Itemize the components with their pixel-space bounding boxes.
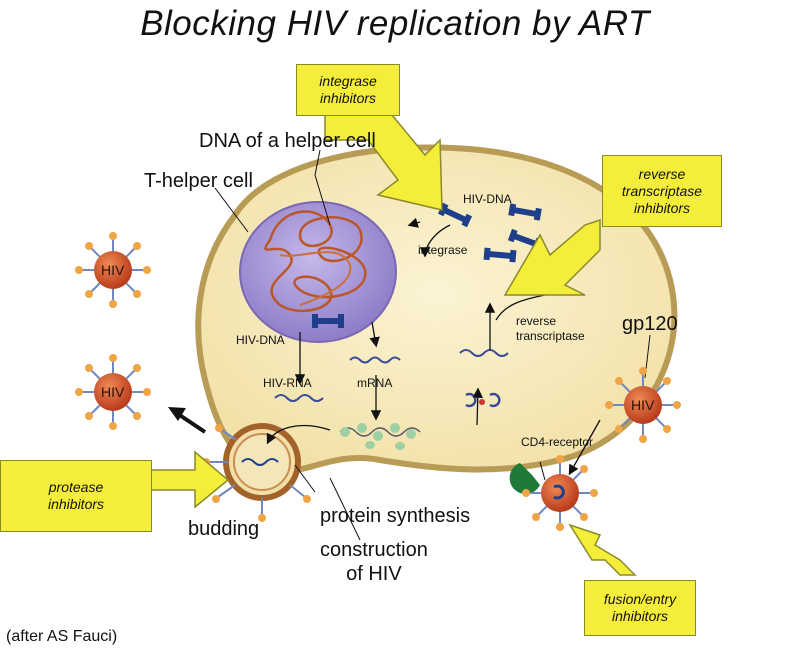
hiv-dna-nucleus-label: HIV-DNA [236,333,285,347]
hiv-dna-top-label: HIV-DNA [463,192,512,206]
gp120-label: gp120 [622,313,678,335]
hiv-virion-top-left [75,232,151,308]
construction-label: construction of HIV [320,538,428,586]
integrase-label: integrase [418,243,468,257]
hiv-rna-label: HIV-RNA [263,376,312,390]
box-line: fusion/entry [603,591,677,607]
hiv-virion-fusing [522,455,598,531]
cd4-receptor-label: CD4-receptor [521,435,594,449]
rna-strands [274,349,509,402]
rt-inhibitors-box: reverse transcriptase inhibitors [602,155,722,227]
rt-inhibitor-arrow [503,218,601,296]
label-line: construction [320,539,428,561]
label-line: reverse [516,314,557,328]
reverse-transcriptase-label: reverse transcriptase [516,314,585,344]
ribosome-chain [339,423,421,450]
label-line: of HIV [346,563,402,585]
label-line: transcriptase [516,329,585,343]
protease-inhibitors-box: protease inhibitors [0,460,152,532]
box-line: inhibitors [47,496,105,512]
box-line: protease [48,479,104,495]
mrna-label: mRNA [357,376,393,390]
fusion-inhibitors-box: fusion/entry inhibitors [584,580,696,636]
diagram-title: Blocking HIV replication by ART [140,4,650,43]
protease-inhibitor-arrow [149,450,230,509]
protein-synthesis-label: protein synthesis [320,505,471,527]
hiv-virion-mid-left [75,354,151,430]
hiv-label: HIV [101,262,125,278]
budding-vesicle [223,423,301,501]
box-line: integrase [319,73,377,89]
credit-note: (after AS Fauci) [6,628,118,645]
box-line: inhibitors [633,199,691,216]
hiv-label: HIV [631,397,655,413]
helper-cell-dna [264,210,367,313]
box-line: inhibitors [611,608,669,624]
hiv-virion-right [605,367,681,443]
cd4-receptor [509,463,540,494]
t-helper-label: T-helper cell [144,170,253,192]
integrase-inhibitors-box: integrase inhibitors [296,64,400,116]
budding-spikes [202,424,311,522]
nucleus [239,201,397,343]
budding-label: budding [188,518,260,540]
budding-release-arrow [168,407,207,434]
box-line: transcriptase [621,182,703,199]
dna-helper-label: DNA of a helper cell [199,130,376,152]
uncoating-virions [465,392,501,408]
hiv-label: HIV [101,384,125,400]
fusion-inhibitor-arrow [568,523,637,576]
integrated-hiv-dna [312,314,344,328]
integrase-inhibitor-arrow [324,114,443,211]
box-line: reverse [638,165,686,182]
box-line: inhibitors [319,90,377,106]
